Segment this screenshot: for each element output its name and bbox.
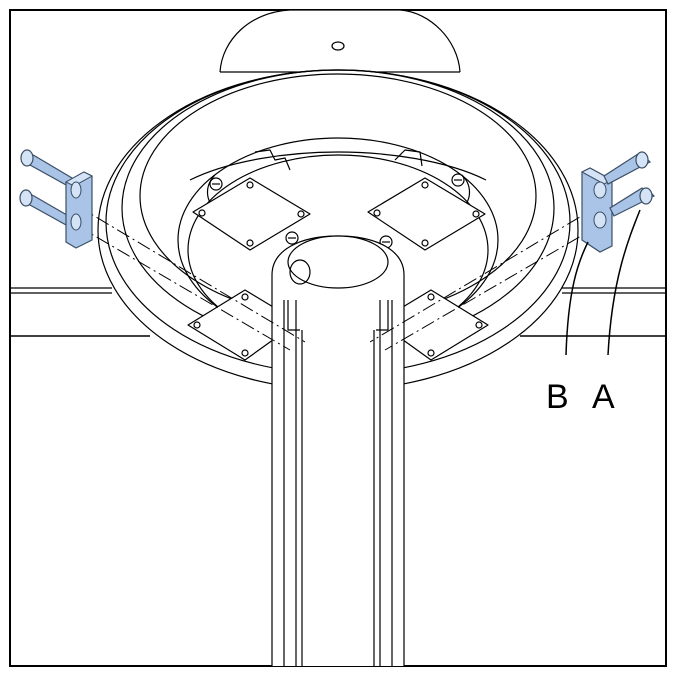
screw-icon [20, 149, 73, 187]
leader-line-a [607, 209, 641, 356]
leader-lines [565, 209, 641, 356]
bracket-icon [64, 171, 94, 249]
screw-icon [609, 187, 656, 217]
mounting-pad-upper-right [367, 177, 486, 251]
screw-icon [19, 189, 73, 227]
bracket-right [580, 167, 614, 253]
top-hub [219, 10, 461, 73]
callout-a: A [592, 378, 615, 416]
callout-b: B [546, 378, 569, 416]
mounting-pad-upper-left [192, 177, 311, 251]
bracket-left [64, 171, 94, 249]
screw-upper-right [603, 151, 652, 185]
central-column [271, 235, 405, 666]
bracket-icon [580, 167, 614, 253]
alignment-lines [75, 204, 601, 351]
screw-lower-left [19, 189, 73, 227]
leader-line-b [565, 241, 589, 356]
screw-lower-right [609, 187, 656, 217]
ceiling-lines [10, 287, 666, 337]
screw-icon [603, 151, 652, 185]
screw-upper-left [20, 149, 73, 187]
